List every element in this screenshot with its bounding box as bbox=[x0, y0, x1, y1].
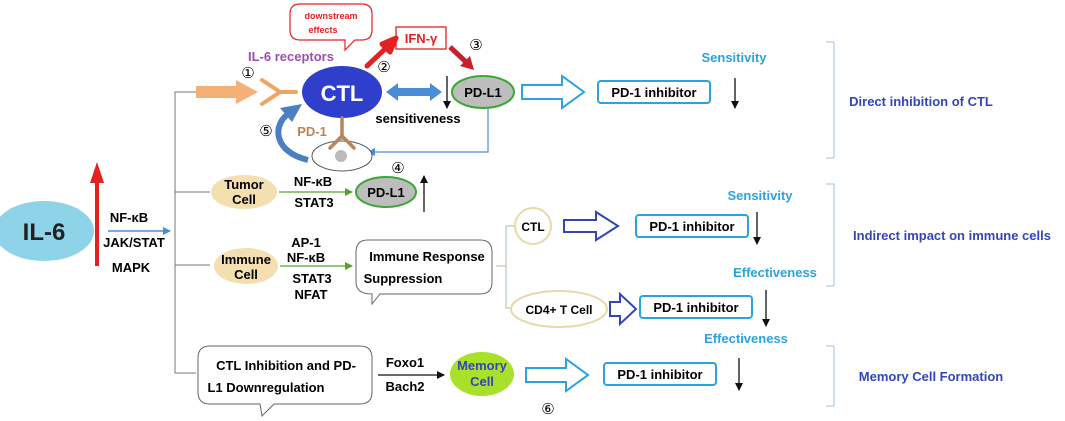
pd1-inhibitor-top-label: PD-1 inhibitor bbox=[611, 85, 696, 100]
ctl-inhibition-label-2: L1 Downregulation bbox=[208, 380, 325, 395]
ctl-label: CTL bbox=[321, 81, 364, 106]
hollow-arrow-ctl bbox=[563, 210, 620, 242]
step-5: ⑤ bbox=[259, 123, 272, 140]
pdl1-tumor-node bbox=[355, 176, 417, 208]
memory-cell-label-1: Memory bbox=[457, 358, 508, 373]
pdl1-to-pd1-path bbox=[367, 108, 489, 156]
sensitivity-top-label: Sensitivity bbox=[701, 50, 767, 65]
effectiveness-bottom-label: Effectiveness bbox=[704, 331, 788, 346]
ctl-to-ifn-arrow bbox=[364, 35, 399, 69]
ctl-inhibition-label-1: CTL Inhibition and PD- bbox=[216, 358, 356, 373]
hollow-arrow-memory bbox=[525, 357, 590, 393]
pd1-inhibitor-memory bbox=[603, 362, 717, 386]
hollow-arrow-top bbox=[521, 74, 586, 110]
pdl1-tumor-label: PD-L1 bbox=[367, 185, 405, 200]
sensitiveness-label: sensitiveness bbox=[375, 111, 460, 126]
pd1-ligand-dot bbox=[335, 150, 347, 162]
pd1-inhibitor-ctl-label: PD-1 inhibitor bbox=[649, 219, 734, 234]
cd4-node bbox=[510, 290, 608, 328]
ifn-to-pdl1-arrowhead bbox=[460, 56, 474, 70]
il6-node bbox=[0, 201, 94, 261]
immune-signal-stat3: STAT3 bbox=[292, 271, 331, 286]
ifn-to-pdl1-arrow bbox=[448, 45, 468, 64]
ctl-small-node bbox=[514, 207, 552, 245]
downstream-callout bbox=[289, 3, 373, 52]
memory-cell-label-2: Cell bbox=[470, 374, 494, 389]
immune-suppression-callout bbox=[355, 239, 493, 306]
step-2: ② bbox=[377, 59, 390, 76]
pdl1-top-node bbox=[451, 75, 515, 109]
pd1-label: PD-1 bbox=[297, 124, 327, 139]
il6-receptor bbox=[260, 78, 298, 106]
category-memory: Memory Cell Formation bbox=[859, 369, 1004, 384]
pdl1-top-label: PD-L1 bbox=[464, 85, 502, 100]
ifn-label: IFN-γ bbox=[405, 31, 438, 46]
memory-cell-node bbox=[450, 352, 514, 396]
pd1-inhibitor-ctl bbox=[635, 214, 749, 238]
pd1-inhibitor-cd4-label: PD-1 inhibitor bbox=[653, 300, 738, 315]
tumor-cell-node bbox=[211, 175, 277, 209]
pd1-inhibitor-memory-label: PD-1 inhibitor bbox=[617, 367, 702, 382]
il6-label: IL-6 bbox=[23, 219, 66, 246]
immune-suppression-label-2: Suppression bbox=[364, 271, 443, 286]
right-brackets bbox=[826, 41, 835, 407]
main-signal-mapk: MAPK bbox=[112, 260, 151, 275]
hollow-arrow-cd4 bbox=[609, 291, 638, 327]
branch-bracket bbox=[174, 91, 210, 374]
immune-cell-label-1: Immune bbox=[221, 252, 271, 267]
step-4: ④ bbox=[391, 160, 404, 177]
immune-suppression-label-1: Immune Response bbox=[369, 249, 485, 264]
step-1: ① bbox=[241, 65, 254, 82]
pd1-inhibitor-cd4 bbox=[639, 295, 753, 319]
category-direct: Direct inhibition of CTL bbox=[849, 94, 993, 109]
ctl-inhibition-callout bbox=[197, 345, 373, 418]
category-indirect: Indirect impact on immune cells bbox=[853, 228, 1051, 243]
ctl-pdl1-interaction bbox=[386, 83, 442, 101]
downstream-label-1: downstream bbox=[304, 11, 357, 21]
ctl-small-label: CTL bbox=[521, 220, 544, 234]
cd4-label: CD4+ T Cell bbox=[525, 303, 592, 317]
memory-signal-foxo1: Foxo1 bbox=[386, 355, 424, 370]
effectiveness-middle-label: Effectiveness bbox=[733, 265, 817, 280]
tumor-signal-nfkb: NF-κB bbox=[294, 174, 332, 189]
memory-signal-bach2: Bach2 bbox=[385, 379, 424, 394]
downstream-label-2: effects bbox=[308, 25, 337, 35]
tumor-cell-label-2: Cell bbox=[232, 192, 256, 207]
ctl-node bbox=[302, 66, 382, 118]
il6-increase-arrow bbox=[90, 162, 104, 266]
tumor-signal-stat3: STAT3 bbox=[294, 195, 333, 210]
main-signal-jakstat: JAK/STAT bbox=[103, 235, 165, 250]
immune-signal-nfkb: NF-κB bbox=[287, 250, 325, 265]
immune-signal-ap1: AP-1 bbox=[291, 235, 321, 250]
pd1-feedback-arrowhead bbox=[280, 104, 302, 122]
pd1-feedback-arrow bbox=[275, 111, 309, 163]
pd1-inhibitor-top bbox=[597, 80, 711, 104]
step-6: ⑥ bbox=[541, 401, 554, 418]
immune-signal-nfat: NFAT bbox=[295, 287, 328, 302]
immune-cell-node bbox=[214, 248, 278, 284]
il6-receptors-label: IL-6 receptors bbox=[248, 49, 334, 64]
pd1-receptor bbox=[328, 116, 356, 150]
sensitivity-middle-label: Sensitivity bbox=[727, 188, 793, 203]
tumor-cell-label-1: Tumor bbox=[224, 177, 263, 192]
il6-binding-arrow bbox=[196, 80, 258, 104]
immune-branch-bracket bbox=[496, 225, 520, 309]
step-3: ③ bbox=[469, 37, 482, 54]
immune-cell-label-2: Cell bbox=[234, 267, 258, 282]
main-signal-nfkb: NF-κB bbox=[110, 210, 148, 225]
